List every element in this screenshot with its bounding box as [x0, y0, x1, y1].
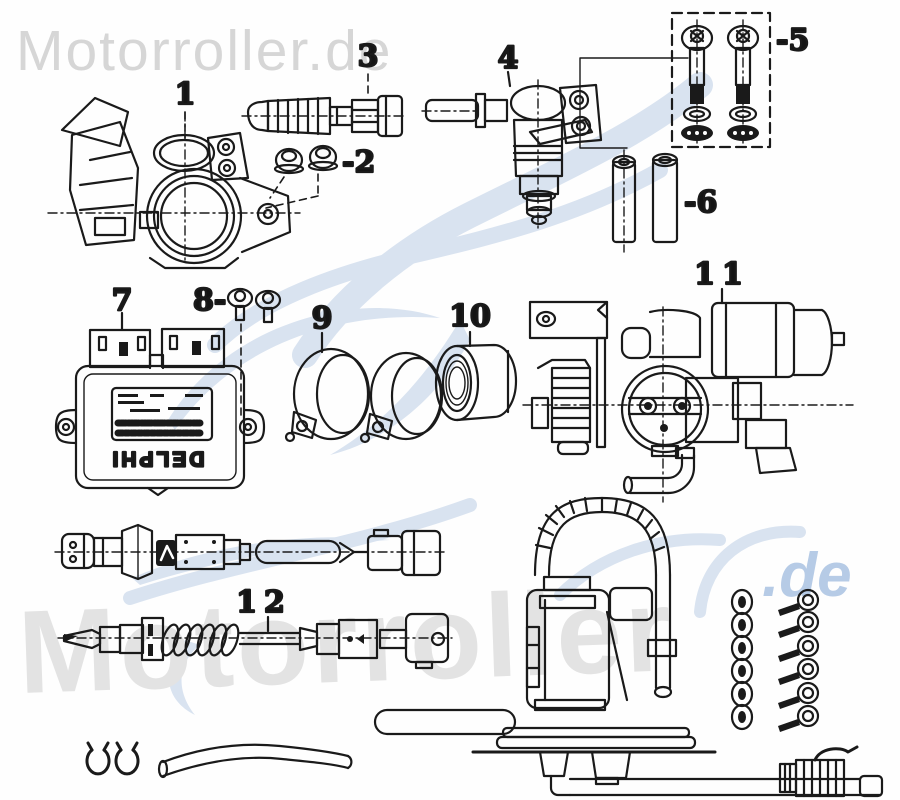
part-9-hose-clamps	[284, 331, 444, 444]
part-label-6: -6	[684, 185, 717, 220]
ecu-brand-text: DELPHI	[109, 447, 204, 470]
part-label-2: -2	[342, 145, 375, 180]
fuel-pump-assembly	[373, 496, 884, 798]
part-label-1: 1	[175, 77, 196, 112]
part-label-11: 11	[694, 257, 750, 292]
part-7-ecu: DELPHI	[54, 311, 266, 497]
part-labels: 1 -2 3 4 -5 -6 7 8- 9 10 11 12	[110, 22, 810, 621]
ecu-label-sticker	[110, 386, 214, 442]
part-label-5: -5	[776, 23, 809, 58]
screw-with-washers	[726, 19, 760, 146]
part-1-throttle-body	[47, 96, 301, 270]
part-4-fuel-injector	[421, 70, 603, 229]
part-label-8: 8-	[193, 283, 226, 318]
part-8-ecu-screws	[226, 287, 282, 419]
brand-swoosh-logo-icon	[123, 72, 806, 715]
pump-body	[525, 575, 654, 712]
watermark-bottom-large: Motorroller	[16, 564, 676, 719]
throttle-bore	[620, 364, 710, 454]
part-12-sensor-cable	[57, 612, 453, 670]
part-6-spacer-tubes	[611, 149, 679, 253]
part-2-flange-nuts	[265, 144, 339, 209]
part-label-4: 4	[498, 41, 519, 76]
part-label-3: 3	[358, 39, 379, 74]
grommet-washer-set	[730, 588, 754, 731]
spring-clip-set	[85, 741, 140, 776]
pump-mounting-flange	[471, 726, 717, 786]
fuel-outlet-line	[549, 745, 884, 798]
screw-with-washers	[680, 19, 714, 146]
fuel-hose-top	[373, 708, 517, 736]
part-3-temp-sensor	[241, 73, 405, 138]
part-label-12: 12	[236, 585, 292, 620]
idle-stepper-motor	[530, 358, 592, 456]
corrugated-hose-arch	[533, 496, 672, 577]
lambda-sensor-assembly	[54, 523, 449, 581]
watermark-dot-de: .de	[762, 541, 852, 610]
part-10-rubber-sleeve	[434, 330, 518, 422]
part-5-screw-kit	[579, 11, 772, 149]
fuel-riser-tube	[646, 573, 678, 699]
diagram-layer: DELPHI	[47, 11, 884, 798]
part-label-9: 9	[312, 301, 333, 336]
part-label-7: 7	[112, 283, 133, 318]
mounting-screw-set	[778, 588, 820, 732]
coiled-wire	[160, 623, 240, 657]
part-11-throttle-assembly	[522, 287, 854, 503]
vacuum-elbow-pipe	[622, 446, 696, 495]
curved-fuel-hose	[157, 743, 353, 779]
part-label-10: 10	[449, 299, 491, 334]
watermark-top-left: Motorroller.de	[16, 19, 393, 83]
